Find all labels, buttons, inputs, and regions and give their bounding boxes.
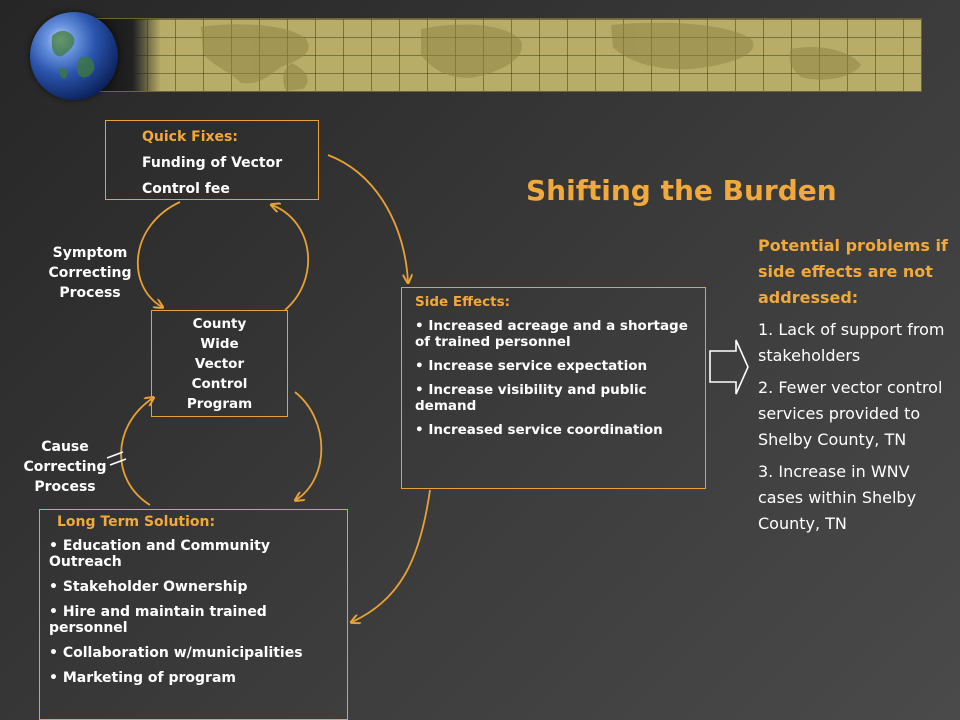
list-item: Increased service coordination [415,422,699,438]
problem-item: 1. Lack of support from stakeholders [758,320,945,365]
problem-item: 2. Fewer vector control services provide… [758,378,943,449]
cause-loop-left [120,398,153,506]
symptom-loop-left [137,201,181,307]
list-item: Increase visibility and public demand [415,382,699,414]
world-map-silhouette [201,22,861,91]
long-term-heading: Long Term Solution: [57,514,216,530]
side-effects-list: Increased acreage and a shortage of trai… [415,318,699,438]
label-line: Process [59,285,121,301]
label-line: Symptom [52,245,128,261]
list-item: Hire and maintain trained personnel [49,604,341,636]
long-term-list: Education and Community Outreach Stakeho… [49,538,341,686]
label-line: Cause [41,439,89,455]
label-line: Correcting [48,265,132,281]
quick-fixes-line: Control fee [142,181,230,197]
list-item: Increase service expectation [415,358,699,374]
county-program-line: Vector [194,356,245,372]
county-program-line: Wide [200,336,239,352]
arrow-quick-to-side [327,154,408,282]
county-program-line: Control [191,376,248,392]
list-item: Stakeholder Ownership [49,579,341,595]
list-item: Marketing of program [49,670,341,686]
potential-problems-heading: Potential problems if side effects are n… [758,236,948,307]
potential-problems-panel: Potential problems if side effects are n… [758,233,948,543]
cause-correcting-label: Cause Correcting Process [5,437,125,497]
label-line: Correcting [23,459,107,475]
county-program-line: Program [186,396,253,412]
side-effects-box: Side Effects: Increased acreage and a sh… [401,287,706,489]
quick-fixes-heading: Quick Fixes: [142,129,238,145]
label-line: Process [34,479,96,495]
delay-mark-2 [109,458,127,466]
arrow-side-to-long [352,489,431,622]
header-banner [90,18,922,92]
delay-mark-1 [106,451,124,459]
list-item: Education and Community Outreach [49,538,341,570]
long-term-solution-box: Long Term Solution: Education and Commun… [39,509,348,720]
quick-fixes-line: Funding of Vector [142,155,283,171]
quick-fixes-box: Quick Fixes: Funding of Vector Control f… [105,120,319,200]
slide-title: Shifting the Burden [526,174,837,207]
symptom-loop-right [272,205,309,311]
list-item: Increased acreage and a shortage of trai… [415,318,699,350]
globe-icon [30,12,118,100]
symptom-correcting-label: Symptom Correcting Process [30,243,150,303]
block-arrow [709,339,749,395]
list-item: Collaboration w/municipalities [49,645,341,661]
county-program-line: County [192,316,247,332]
county-program-box: County Wide Vector Control Program [151,310,288,417]
side-effects-heading: Side Effects: [415,294,511,310]
cause-loop-right [295,391,323,500]
problem-item: 3. Increase in WNV cases within Shelby C… [758,462,917,533]
